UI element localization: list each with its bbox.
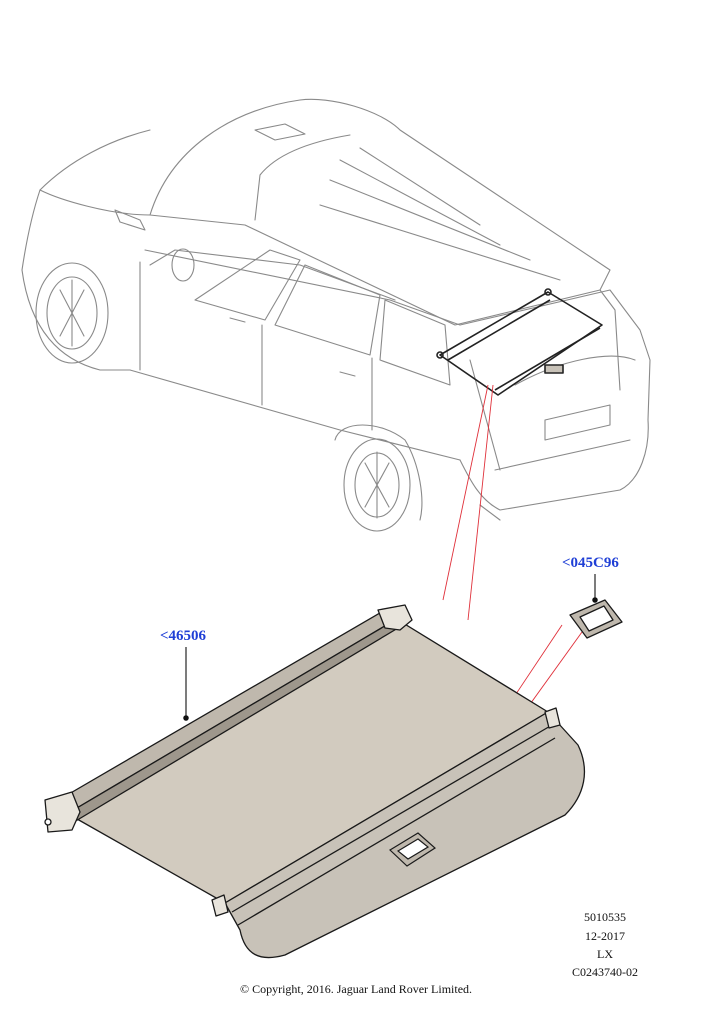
handle-on-cover bbox=[389, 832, 436, 867]
info-code: LX bbox=[597, 947, 613, 961]
callout-cover[interactable]: <46506 bbox=[160, 628, 207, 644]
copyright-notice: © Copyright, 2016. Jaguar Land Rover Lim… bbox=[239, 982, 473, 996]
callout-pointers bbox=[183, 574, 598, 721]
vehicle-illustration bbox=[21, 98, 651, 532]
illustration-id: C0243740-02 bbox=[572, 965, 638, 979]
info-date: 12-2017 bbox=[585, 929, 625, 943]
installed-cover-detail bbox=[436, 288, 603, 396]
info-ref: 5010535 bbox=[584, 910, 626, 924]
callout-handle[interactable]: <045C96 bbox=[562, 555, 619, 571]
handle-part[interactable] bbox=[569, 599, 623, 639]
load-space-cover-part[interactable] bbox=[44, 604, 586, 959]
